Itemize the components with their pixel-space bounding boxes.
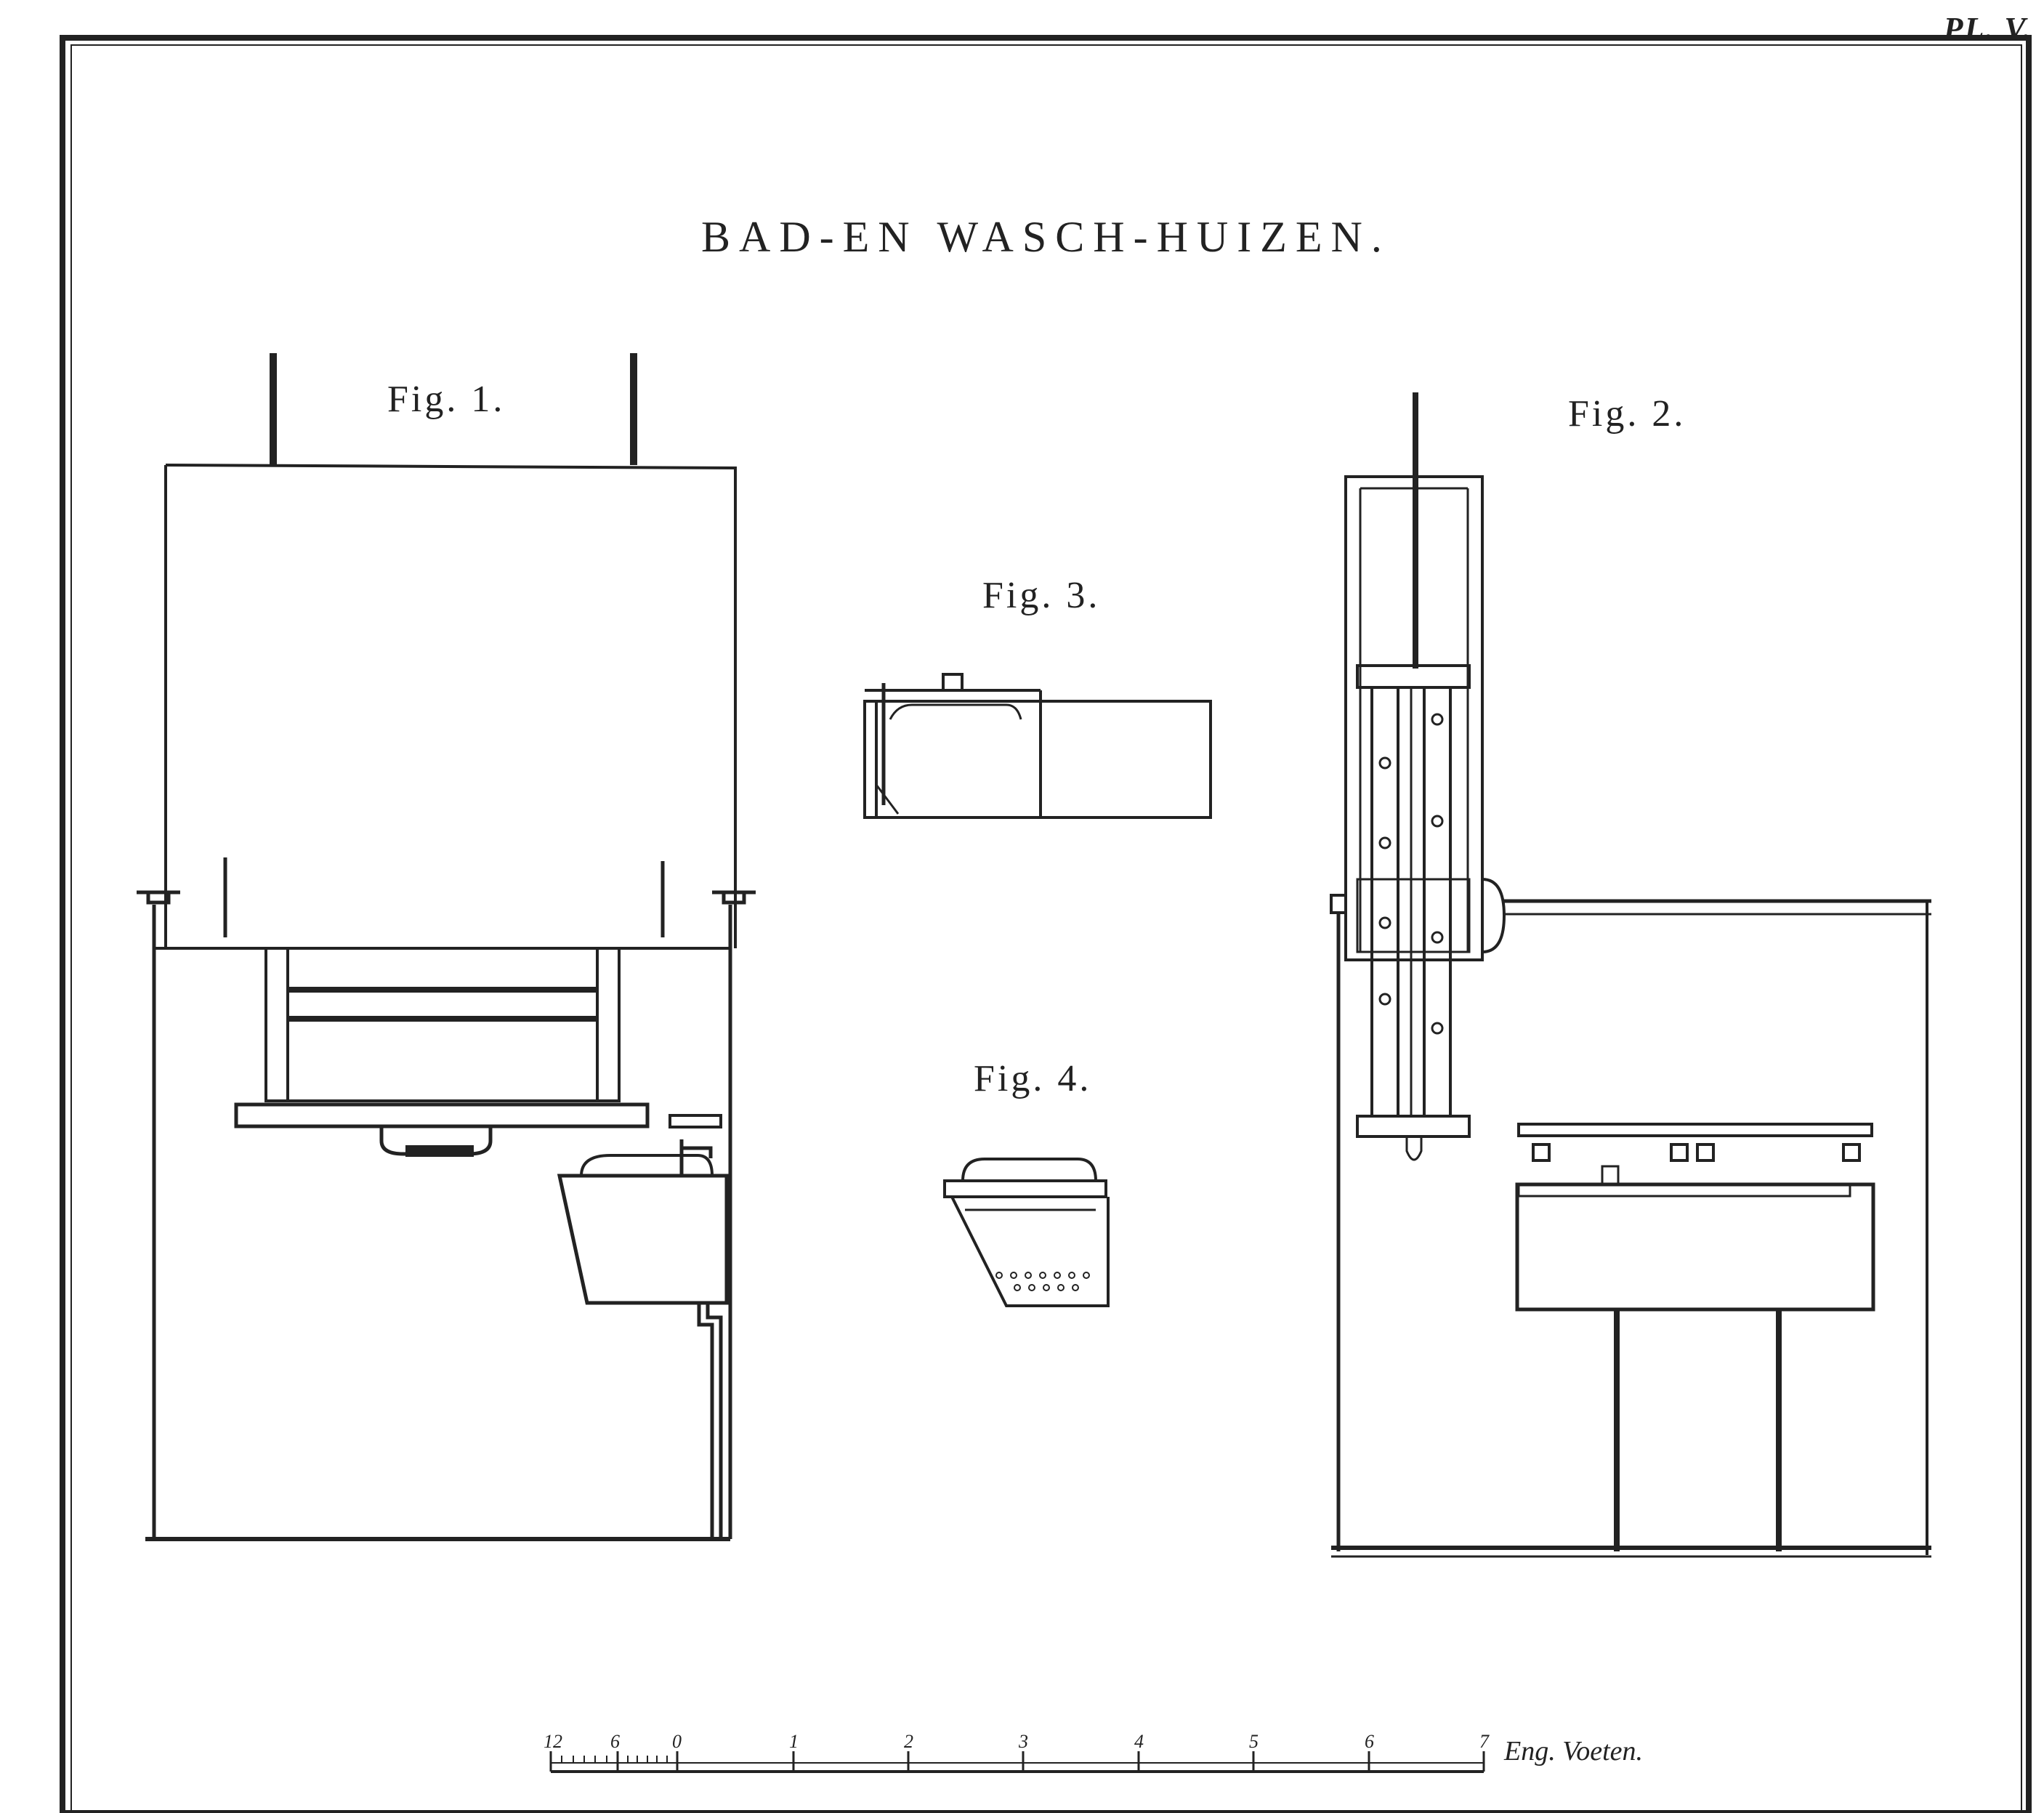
- scale-tick-label: 5: [1249, 1731, 1259, 1752]
- scale-tick-label: 4: [1134, 1731, 1144, 1752]
- scale-tick-label: 6: [1365, 1731, 1374, 1752]
- plate-border: [60, 35, 2032, 1813]
- fig1-drawing: [137, 353, 756, 1541]
- plate-title: BAD-EN WASCH-HUIZEN.: [701, 213, 1391, 261]
- scale-bar: [549, 1751, 1485, 1773]
- scale-tick-label: 7: [1479, 1731, 1489, 1752]
- fig4-drawing: [943, 1158, 1110, 1307]
- scale-unit: Eng. Voeten.: [1504, 1736, 1644, 1766]
- plate-number: PL. V.: [1943, 11, 2032, 47]
- scale-tick-label: 12: [544, 1731, 562, 1752]
- scale-tick-label: 2: [904, 1731, 913, 1752]
- fig2-label: Fig. 2.: [1568, 393, 1686, 435]
- fig3-label: Fig. 3.: [982, 575, 1101, 616]
- scale-tick-label: 1: [789, 1731, 799, 1752]
- fig1-label: Fig. 1.: [387, 379, 506, 420]
- fig2-drawing: [1330, 392, 1931, 1558]
- scale-tick-label: 0: [672, 1731, 682, 1752]
- fig4-label: Fig. 4.: [974, 1058, 1092, 1099]
- scale-tick-label: 3: [1019, 1731, 1028, 1752]
- plate-border-inner: [70, 44, 2022, 1813]
- fig3-drawing: [863, 673, 1212, 819]
- scale-tick-label: 6: [610, 1731, 620, 1752]
